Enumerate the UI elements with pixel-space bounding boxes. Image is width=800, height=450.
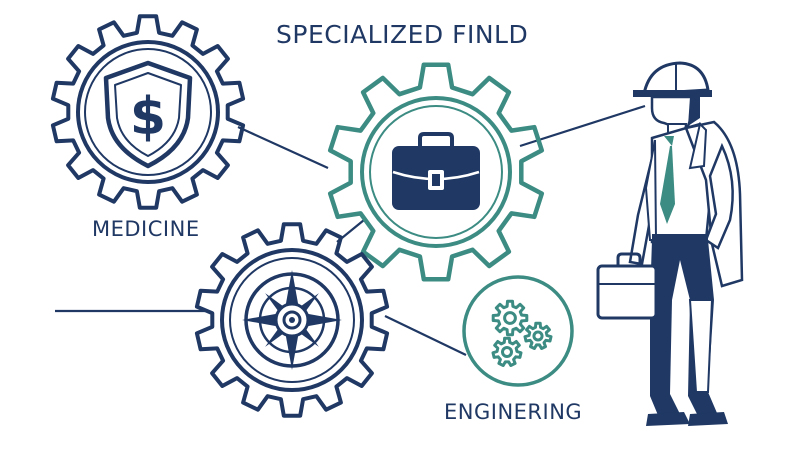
small-gear-hole xyxy=(503,311,517,325)
diagram-title: SPECIALIZED FINLD xyxy=(276,20,529,49)
engineering-label: ENGINERING xyxy=(444,400,583,424)
connector-medicine-center xyxy=(237,125,329,170)
small-gear xyxy=(491,336,523,367)
gear-ring-2 xyxy=(369,105,503,239)
gear-ring-1 xyxy=(220,248,364,392)
gear-ring-2 xyxy=(229,257,355,383)
center-gear xyxy=(327,62,545,282)
compass-center-dot xyxy=(289,317,295,323)
connector-lower-engineering xyxy=(384,315,467,356)
small-gear-hole xyxy=(532,330,544,342)
medicine-gear xyxy=(50,14,246,210)
compass-icon xyxy=(242,270,342,370)
gear-ring-1 xyxy=(360,96,512,248)
small-gear xyxy=(523,321,553,350)
gear-outline xyxy=(194,222,390,418)
gear-ring-1 xyxy=(76,40,220,184)
lower-gear xyxy=(194,222,390,418)
small-gear xyxy=(491,299,529,337)
gear-ring-2 xyxy=(84,48,212,176)
engineering-circle xyxy=(462,275,574,387)
engineer-figure xyxy=(596,61,744,426)
shield-dollar-icon: $ xyxy=(103,60,193,169)
gear-outline xyxy=(50,14,246,210)
small-gears-icon xyxy=(491,299,553,367)
briefcase-icon xyxy=(392,132,480,210)
small-gear-hole xyxy=(501,346,513,358)
medicine-label: MEDICINE xyxy=(92,217,200,241)
connector-center-figure xyxy=(519,104,646,148)
svg-text:$: $ xyxy=(130,87,166,147)
compass-center-ring xyxy=(282,310,302,330)
gear-outline xyxy=(327,62,545,282)
